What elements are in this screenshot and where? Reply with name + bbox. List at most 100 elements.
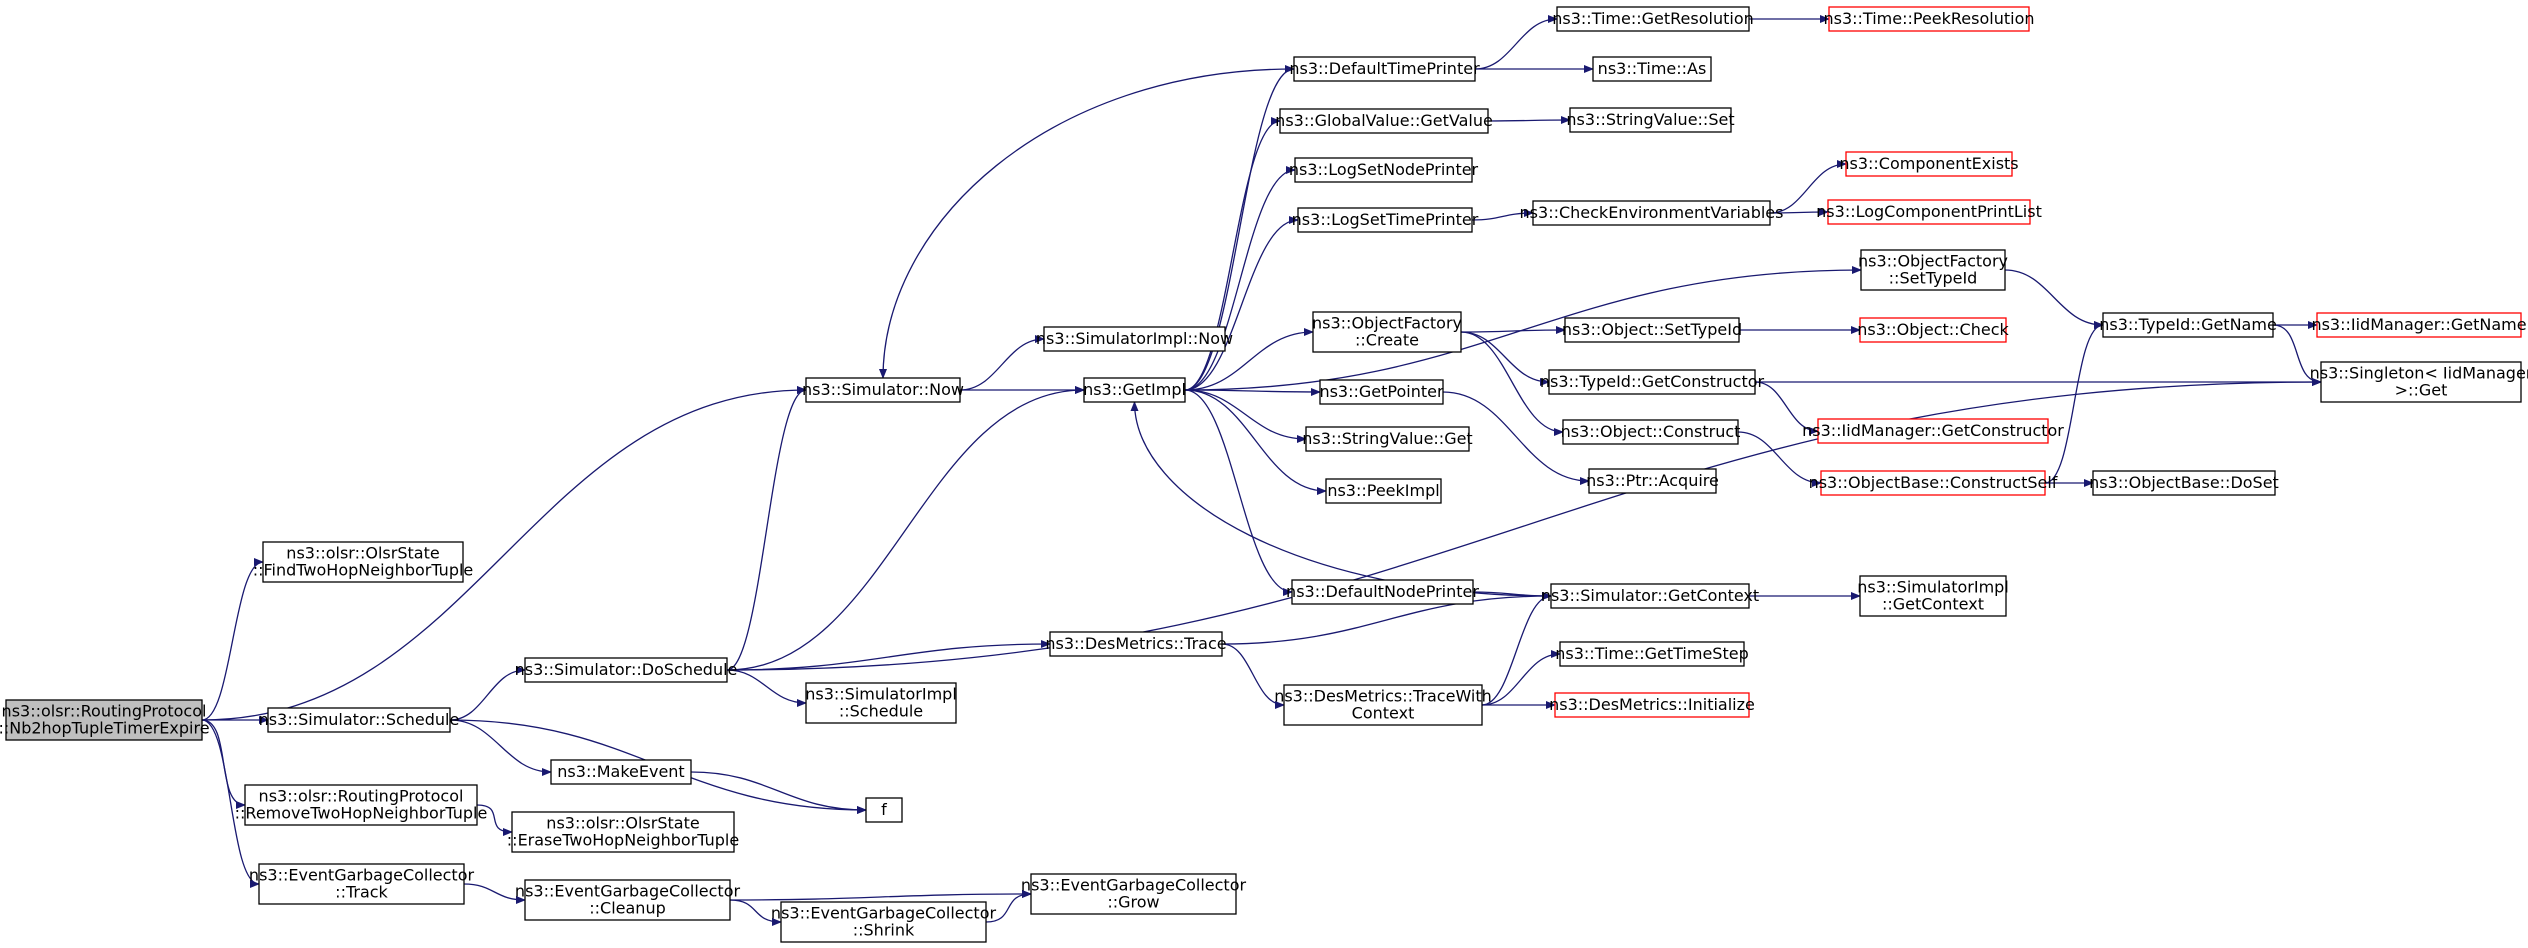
node-logSetNodePrinter[interactable]: ns3::LogSetNodePrinter [1289, 157, 1479, 183]
node-box-logSetNodePrinter[interactable] [1294, 157, 1473, 183]
node-box-simGetContext[interactable] [1550, 583, 1750, 609]
node-box-singletonGet[interactable] [2320, 361, 2522, 403]
node-egcGrow[interactable]: ns3::EventGarbageCollector::Grow [1021, 873, 1247, 915]
node-getImpl[interactable]: ns3::GetImpl [1083, 377, 1186, 403]
node-box-simImplGetContext[interactable] [1859, 575, 2007, 617]
node-simNow[interactable]: ns3::Simulator::Now [802, 377, 964, 403]
node-globalValueGet[interactable]: ns3::GlobalValue::GetValue [1275, 108, 1493, 134]
node-box-checkEnvVars[interactable] [1532, 200, 1771, 226]
node-box-defaultNodePrinter[interactable] [1291, 579, 1474, 605]
node-eraseTwoHop[interactable]: ns3::olsr::OlsrState::EraseTwoHopNeighbo… [507, 811, 739, 853]
node-ptrAcquire[interactable]: ns3::Ptr::Acquire [1586, 468, 1719, 494]
node-objectCheck[interactable]: ns3::Object::Check [1857, 317, 2010, 343]
node-box-simNow[interactable] [805, 377, 961, 403]
node-box-egcTrack[interactable] [258, 863, 465, 905]
node-simImplNow[interactable]: ns3::SimulatorImpl::Now [1036, 326, 1233, 352]
node-getPointer[interactable]: ns3::GetPointer [1319, 379, 1444, 405]
node-box-ptrAcquire[interactable] [1588, 468, 1717, 494]
node-simDoSchedule[interactable]: ns3::Simulator::DoSchedule [515, 657, 738, 683]
node-box-getPointer[interactable] [1319, 379, 1444, 405]
node-objConstruct[interactable]: ns3::Object::Construct [1561, 419, 1741, 445]
node-box-desInitialize[interactable] [1554, 692, 1750, 718]
node-typeIdGetName[interactable]: ns3::TypeId::GetName [2099, 312, 2277, 338]
node-box-stringValueSet[interactable] [1569, 107, 1732, 133]
node-box-defaultTimePrinter[interactable] [1293, 56, 1476, 82]
node-timeGetTimeStep[interactable]: ns3::Time::GetTimeStep [1555, 641, 1749, 667]
node-objSetTypeId[interactable]: ns3::Object::SetTypeId [1562, 317, 1742, 343]
node-logComponentPrintList[interactable]: ns3::LogComponentPrintList [1816, 199, 2042, 225]
node-box-objSetTypeId[interactable] [1564, 317, 1740, 343]
node-box-egcShrink[interactable] [780, 901, 987, 943]
node-f[interactable]: f [865, 797, 903, 823]
node-box-simDoSchedule[interactable] [524, 657, 728, 683]
node-box-timeAs[interactable] [1592, 56, 1712, 82]
node-box-globalValueGet[interactable] [1279, 108, 1489, 134]
node-simImplSchedule[interactable]: ns3::SimulatorImpl::Schedule [805, 682, 957, 724]
node-box-root[interactable] [5, 699, 203, 741]
node-box-egcGrow[interactable] [1030, 873, 1237, 915]
node-objFactoryCreate[interactable]: ns3::ObjectFactory::Create [1312, 311, 1462, 353]
node-egcCleanup[interactable]: ns3::EventGarbageCollector::Cleanup [515, 879, 741, 921]
node-typeIdGetCtor[interactable]: ns3::TypeId::GetConstructor [1540, 369, 1765, 395]
node-box-objBaseConstructSelf[interactable] [1820, 470, 2046, 496]
node-box-desTraceWithContext[interactable] [1283, 684, 1483, 726]
node-box-simImplNow[interactable] [1043, 326, 1226, 352]
node-box-iidMgrGetCtor[interactable] [1817, 418, 2049, 444]
node-iidMgrGetCtor[interactable]: ns3::IidManager::GetConstructor [1802, 418, 2064, 444]
node-objFactorySetTypeId[interactable]: ns3::ObjectFactory::SetTypeId [1858, 249, 2008, 291]
node-root[interactable]: ns3::olsr::RoutingProtocol::Nb2hopTupleT… [0, 699, 210, 741]
node-egcShrink[interactable]: ns3::EventGarbageCollector::Shrink [771, 901, 997, 943]
node-timeAs[interactable]: ns3::Time::As [1592, 56, 1712, 82]
node-simSchedule[interactable]: ns3::Simulator::Schedule [259, 707, 460, 733]
node-makeEvent[interactable]: ns3::MakeEvent [550, 759, 692, 785]
node-box-simImplSchedule[interactable] [805, 682, 957, 724]
node-box-makeEvent[interactable] [550, 759, 692, 785]
node-box-componentExists[interactable] [1845, 151, 2013, 177]
node-box-logSetTimePrinter[interactable] [1297, 207, 1473, 233]
node-stringValueSet[interactable]: ns3::StringValue::Set [1566, 107, 1735, 133]
node-box-egcCleanup[interactable] [524, 879, 731, 921]
node-iidMgrGetName[interactable]: ns3::IidManager::GetName [2311, 312, 2527, 338]
node-objBaseDoSet[interactable]: ns3::ObjectBase::DoSet [2089, 470, 2279, 496]
node-box-peekImpl[interactable] [1325, 478, 1442, 504]
node-box-objBaseDoSet[interactable] [2092, 470, 2276, 496]
node-desTrace[interactable]: ns3::DesMetrics::Trace [1045, 631, 1227, 657]
node-box-timePeekResolution[interactable] [1828, 6, 2030, 32]
node-box-desTrace[interactable] [1049, 631, 1223, 657]
node-stringValueGet[interactable]: ns3::StringValue::Get [1302, 426, 1473, 452]
node-removeTwoHop[interactable]: ns3::olsr::RoutingProtocol::RemoveTwoHop… [235, 784, 488, 826]
node-box-objectCheck[interactable] [1859, 317, 2007, 343]
node-box-timeGetResolution[interactable] [1556, 6, 1750, 32]
node-timeGetResolution[interactable]: ns3::Time::GetResolution [1552, 6, 1754, 32]
node-box-simSchedule[interactable] [267, 707, 451, 733]
node-box-timeGetTimeStep[interactable] [1559, 641, 1745, 667]
node-logSetTimePrinter[interactable]: ns3::LogSetTimePrinter [1292, 207, 1479, 233]
node-desInitialize[interactable]: ns3::DesMetrics::Initialize [1549, 692, 1755, 718]
node-box-findTwoHop[interactable] [262, 541, 464, 583]
node-defaultNodePrinter[interactable]: ns3::DefaultNodePrinter [1286, 579, 1479, 605]
node-timePeekResolution[interactable]: ns3::Time::PeekResolution [1823, 6, 2035, 32]
node-box-f[interactable] [865, 797, 903, 823]
node-box-logComponentPrintList[interactable] [1827, 199, 2031, 225]
node-box-removeTwoHop[interactable] [244, 784, 478, 826]
node-egcTrack[interactable]: ns3::EventGarbageCollector::Track [249, 863, 475, 905]
node-box-objFactorySetTypeId[interactable] [1860, 249, 2006, 291]
node-simImplGetContext[interactable]: ns3::SimulatorImpl::GetContext [1857, 575, 2009, 617]
node-box-typeIdGetName[interactable] [2102, 312, 2274, 338]
node-findTwoHop[interactable]: ns3::olsr::OlsrState::FindTwoHopNeighbor… [253, 541, 474, 583]
node-simGetContext[interactable]: ns3::Simulator::GetContext [1541, 583, 1759, 609]
node-singletonGet[interactable]: ns3::Singleton< IidManager >::Get [2310, 361, 2528, 403]
node-componentExists[interactable]: ns3::ComponentExists [1839, 151, 2019, 177]
node-peekImpl[interactable]: ns3::PeekImpl [1325, 478, 1442, 504]
node-box-objConstruct[interactable] [1562, 419, 1739, 445]
node-box-iidMgrGetName[interactable] [2316, 312, 2522, 338]
node-objBaseConstructSelf[interactable]: ns3::ObjectBase::ConstructSelf [1809, 470, 2058, 496]
node-box-typeIdGetCtor[interactable] [1548, 369, 1756, 395]
node-box-eraseTwoHop[interactable] [511, 811, 735, 853]
node-box-getImpl[interactable] [1083, 377, 1186, 403]
node-box-objFactoryCreate[interactable] [1312, 311, 1462, 353]
node-defaultTimePrinter[interactable]: ns3::DefaultTimePrinter [1289, 56, 1480, 82]
node-checkEnvVars[interactable]: ns3::CheckEnvironmentVariables [1520, 200, 1784, 226]
node-box-stringValueGet[interactable] [1305, 426, 1470, 452]
